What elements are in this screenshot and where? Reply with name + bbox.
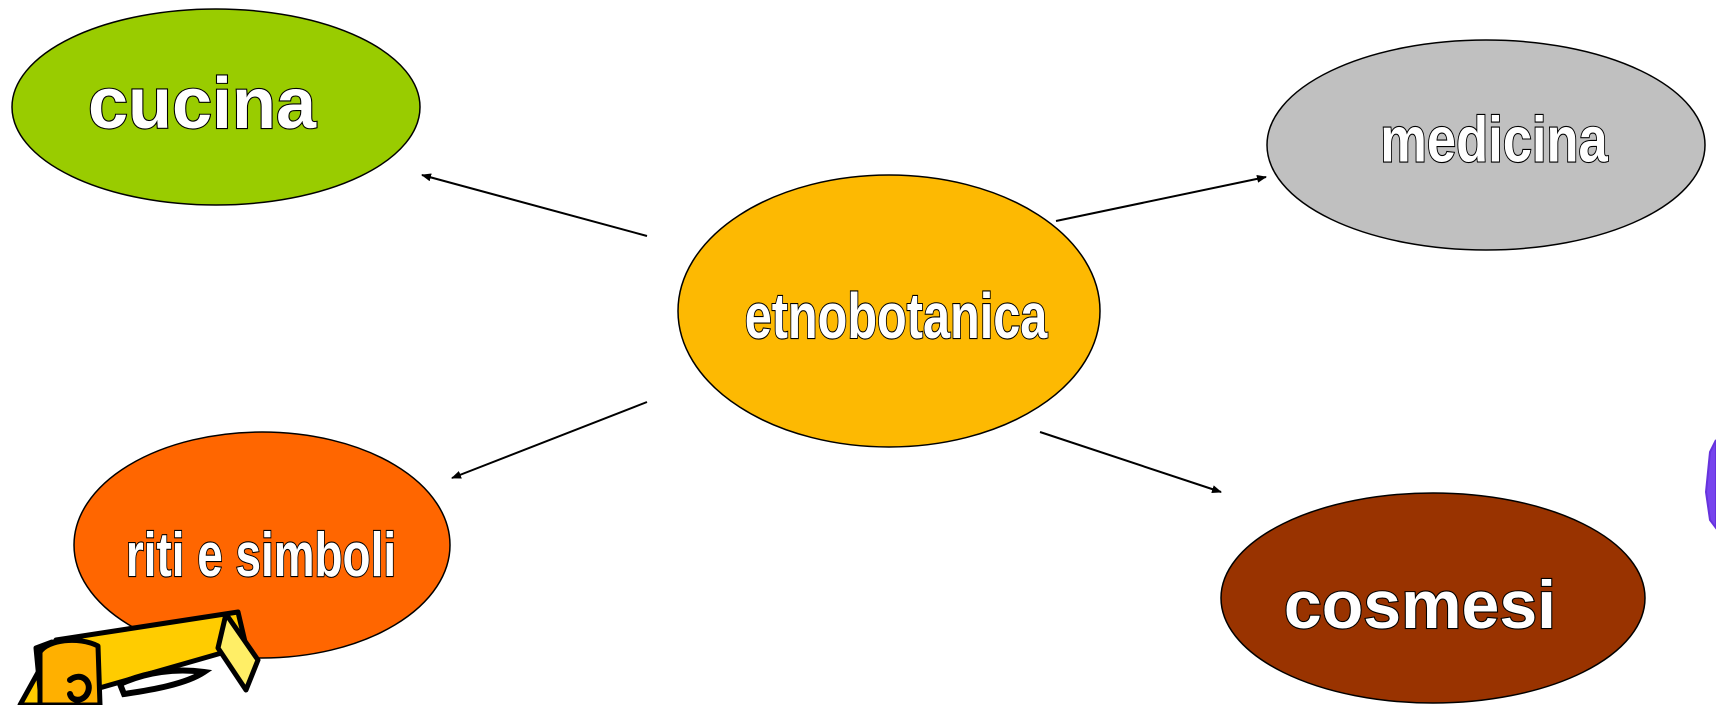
pencil-clipart-icon bbox=[17, 609, 261, 705]
node-riti-e-simboli: riti e simboli bbox=[73, 431, 451, 659]
arrow-to-riti bbox=[451, 401, 648, 479]
node-medicina-label: medicina bbox=[1380, 104, 1608, 175]
node-cosmesi-shape bbox=[1220, 492, 1646, 704]
node-riti-e-simboli-label: riti e simboli bbox=[126, 520, 396, 589]
node-cosmesi-label: cosmesi bbox=[1284, 567, 1556, 643]
node-cosmesi: cosmesi bbox=[1220, 492, 1646, 704]
node-etnobotanica: etnobotanica bbox=[677, 174, 1101, 448]
node-etnobotanica-label: etnobotanica bbox=[745, 282, 1048, 353]
arrow-to-cucina bbox=[421, 173, 648, 237]
purple-shape-fragment bbox=[1704, 439, 1716, 530]
node-etnobotanica-shape bbox=[677, 174, 1101, 448]
arrow-to-cosmesi bbox=[1039, 431, 1222, 493]
arrow-to-medicina bbox=[1055, 174, 1267, 222]
node-cucina: cucina bbox=[11, 8, 421, 206]
node-riti-e-simboli-shape bbox=[73, 431, 451, 659]
node-medicina: medicina bbox=[1266, 39, 1706, 251]
node-cucina-shape bbox=[11, 8, 421, 206]
node-cucina-label: cucina bbox=[88, 64, 317, 144]
node-medicina-shape bbox=[1266, 39, 1706, 251]
